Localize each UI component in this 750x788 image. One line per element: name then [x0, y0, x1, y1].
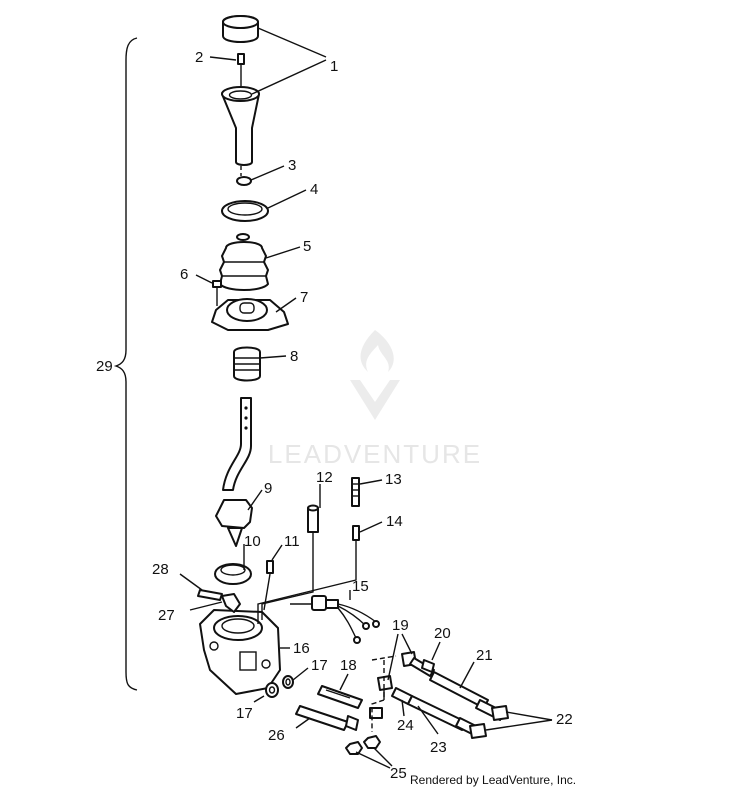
callout-23: 23 — [430, 739, 447, 756]
threaded-stud — [351, 477, 360, 507]
shift-rod — [295, 705, 359, 731]
callout-17-upper: 17 — [311, 657, 328, 674]
knob-cap — [222, 15, 259, 43]
assembly-bracket — [113, 37, 138, 691]
render-credit: Rendered by LeadVenture, Inc. — [410, 773, 576, 787]
callout-1: 1 — [330, 58, 338, 75]
callout-28: 28 — [152, 561, 169, 578]
rod-end-upper — [491, 705, 509, 721]
shift-shaft — [317, 685, 363, 709]
set-screw — [237, 53, 245, 86]
callout-3: 3 — [288, 157, 296, 174]
watermark-flame-logo — [350, 330, 400, 420]
callout-20: 20 — [434, 625, 451, 642]
leader-lines — [179, 27, 553, 769]
rod-end-lower — [469, 723, 487, 739]
seal-upper — [282, 675, 294, 689]
callout-19: 19 — [392, 617, 409, 634]
callout-12: 12 — [316, 469, 333, 486]
callout-4: 4 — [310, 181, 318, 198]
lock-nut-b — [363, 735, 381, 749]
assembly-lines — [240, 166, 397, 732]
callout-29: 29 — [96, 358, 113, 375]
lever-pivot-ring — [214, 563, 252, 585]
rod-clip — [369, 707, 383, 719]
o-ring — [236, 176, 252, 186]
callout-26: 26 — [268, 727, 285, 744]
shift-lever — [215, 397, 253, 547]
shift-fork — [221, 593, 241, 613]
watermark: LEADVENTURE — [268, 330, 482, 469]
callout-15: 15 — [352, 578, 369, 595]
callout-13: 13 — [385, 471, 402, 488]
detent-screw — [266, 560, 274, 574]
neutral-switch — [311, 595, 380, 644]
callout-24: 24 — [397, 717, 414, 734]
retaining-ring — [221, 200, 269, 222]
callout-17-lower: 17 — [236, 705, 253, 722]
fork-pin — [197, 589, 223, 601]
callout-22: 22 — [556, 711, 573, 728]
mounting-bolt — [212, 280, 222, 306]
callout-2: 2 — [195, 49, 203, 66]
callout-10: 10 — [244, 533, 261, 550]
tie-rod-bolt-a — [377, 675, 393, 700]
rubber-boot — [219, 233, 269, 291]
callout-27: 27 — [158, 607, 175, 624]
callout-5: 5 — [303, 238, 311, 255]
callout-21: 21 — [476, 647, 493, 664]
callout-14: 14 — [386, 513, 403, 530]
shift-spring — [233, 346, 261, 382]
callout-11: 11 — [284, 533, 300, 550]
callout-labels: 1 2 3 4 5 6 7 8 9 10 11 12 13 14 15 16 1… — [96, 49, 573, 782]
callout-9: 9 — [264, 480, 272, 497]
callout-7: 7 — [300, 289, 308, 306]
callout-6: 6 — [180, 266, 188, 283]
shifter-base-housing — [199, 609, 281, 695]
callout-25: 25 — [390, 765, 407, 782]
callout-18: 18 — [340, 657, 357, 674]
dowel-pin — [352, 525, 360, 541]
callout-8: 8 — [290, 348, 298, 365]
shifter-housing — [211, 298, 289, 331]
seal-lower — [265, 682, 279, 698]
lock-nut-a — [345, 741, 363, 755]
watermark-text: LEADVENTURE — [268, 439, 482, 469]
callout-16: 16 — [293, 640, 310, 657]
pivot-pin — [307, 504, 319, 533]
shift-knob — [221, 86, 260, 166]
